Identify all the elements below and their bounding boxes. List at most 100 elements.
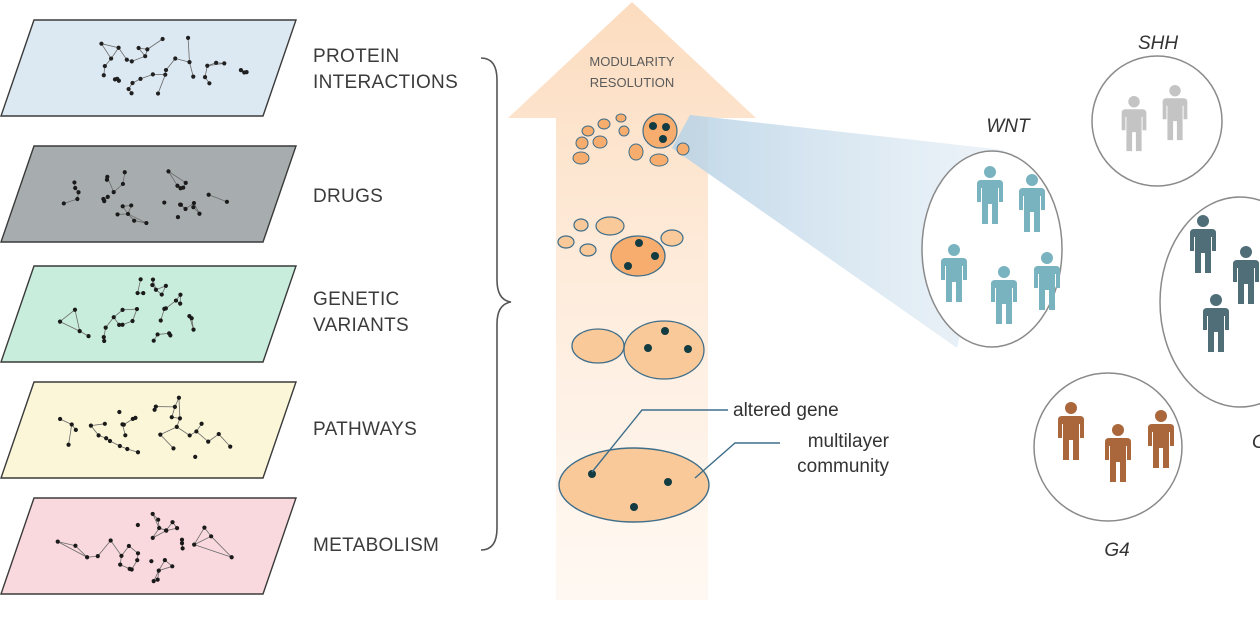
group-label-shh: SHH <box>1138 33 1178 54</box>
network-edge <box>165 300 177 309</box>
network-node <box>95 554 100 559</box>
community-medium <box>573 218 589 232</box>
network-node <box>123 433 128 438</box>
network-edge <box>187 37 190 63</box>
group-label-partial: G <box>1252 432 1260 453</box>
network-node <box>191 200 197 206</box>
network-node <box>102 338 107 344</box>
network-node <box>119 553 124 558</box>
community-fine <box>575 136 589 150</box>
network-edge <box>137 279 142 294</box>
network-edge <box>131 55 146 62</box>
network-edge <box>194 535 212 545</box>
network-node <box>156 568 161 573</box>
layer-label-metabolism: METABOLISM <box>313 535 439 556</box>
network-node <box>117 322 122 328</box>
network-node <box>141 290 146 296</box>
network-node <box>159 292 164 297</box>
layer-metabolism <box>0 497 297 595</box>
network-node <box>187 314 192 319</box>
community-fine <box>581 125 595 137</box>
altered-gene-dot <box>684 345 692 353</box>
person-body <box>1190 229 1216 273</box>
network-layers <box>0 19 297 595</box>
network-node <box>173 298 179 303</box>
network-node <box>151 338 156 343</box>
network-edge <box>122 308 137 311</box>
person-body <box>1121 109 1147 152</box>
network-node <box>224 199 230 204</box>
network-edge <box>165 58 176 71</box>
network-node <box>75 196 80 202</box>
arrow-label-line1: MODULARITY <box>589 54 675 69</box>
network-node <box>134 306 140 312</box>
network-node <box>185 35 191 40</box>
network-node <box>126 86 131 92</box>
patient-group-wnt <box>921 150 1063 348</box>
network-node <box>135 450 141 455</box>
network-node <box>120 204 125 209</box>
network-edge <box>57 541 76 547</box>
network-node <box>69 422 74 427</box>
network-node <box>132 218 137 223</box>
network-edge <box>178 397 181 419</box>
person-icon <box>1162 85 1188 141</box>
altered-gene-dot <box>649 122 657 130</box>
altered-gene-dot <box>630 503 638 511</box>
network-edge <box>59 418 72 425</box>
network-node <box>115 212 120 217</box>
network-node <box>150 72 155 77</box>
network-edge <box>208 194 228 203</box>
person-body <box>1034 266 1060 310</box>
person-head <box>1155 410 1167 422</box>
network-node <box>73 427 78 432</box>
person-body <box>941 258 967 302</box>
network-node <box>122 170 127 175</box>
network-node <box>124 57 129 62</box>
network-node <box>209 534 214 539</box>
person-icon <box>1233 246 1259 304</box>
layer-label-pathways: PATHWAYS <box>313 419 417 440</box>
network-node <box>73 185 78 191</box>
network-node <box>207 81 212 86</box>
network-node <box>229 555 234 560</box>
network-node <box>191 74 196 79</box>
community-medium <box>557 235 575 249</box>
network-node <box>170 520 175 525</box>
layer-plane-drugs <box>0 145 297 243</box>
network-node <box>183 206 188 212</box>
network-edge <box>207 433 219 442</box>
network-edge <box>152 513 160 529</box>
network-edge <box>176 426 190 436</box>
network-node <box>104 436 109 441</box>
network-node <box>130 80 135 86</box>
network-node <box>155 332 160 337</box>
network-node <box>163 67 169 73</box>
network-node <box>162 557 167 563</box>
network-node <box>177 416 183 421</box>
patient-group-partial <box>1159 196 1260 408</box>
network-edge <box>110 540 122 557</box>
network-node <box>88 423 93 428</box>
person-icon <box>1058 402 1084 460</box>
network-node <box>101 196 106 202</box>
network-node <box>129 203 134 208</box>
network-node <box>158 318 163 323</box>
person-icon <box>1148 410 1174 468</box>
network-edge <box>175 58 190 63</box>
community-fine <box>676 142 690 156</box>
altered-gene-dot <box>651 252 659 260</box>
network-node <box>101 73 106 78</box>
community-fine <box>615 113 627 123</box>
network-node <box>117 409 122 415</box>
network-node <box>135 290 140 296</box>
network-node <box>125 446 130 452</box>
community-coarse <box>571 328 625 364</box>
network-node <box>85 555 90 560</box>
layer-plane-genetic-variants <box>0 265 297 363</box>
network-node <box>125 211 131 217</box>
network-edge <box>210 536 232 558</box>
network-node <box>104 177 110 182</box>
network-edge <box>194 544 232 558</box>
